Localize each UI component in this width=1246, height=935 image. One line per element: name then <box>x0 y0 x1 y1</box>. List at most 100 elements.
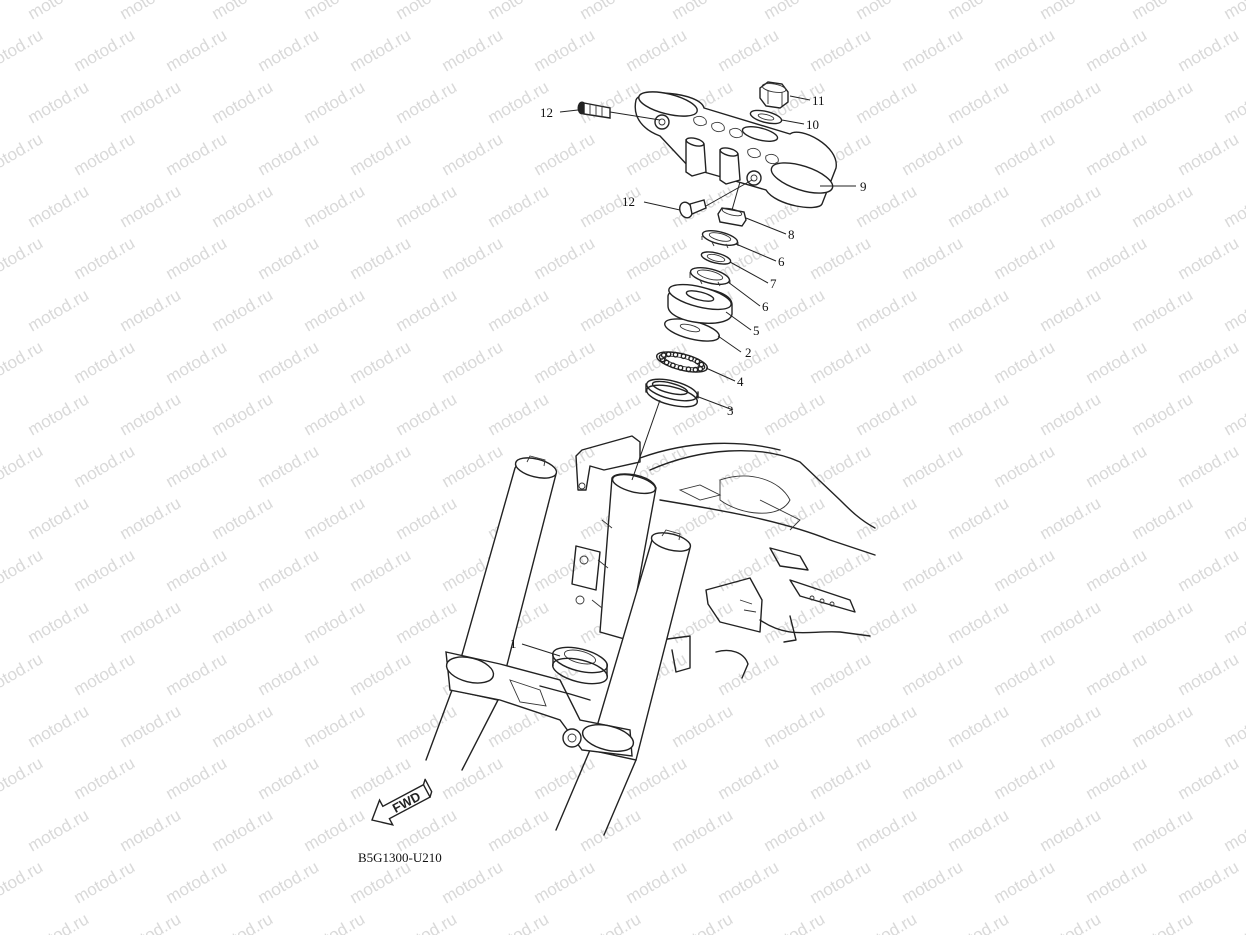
watermark-text: motod.ru <box>25 597 93 647</box>
callout-5: 5 <box>753 323 760 338</box>
watermark-text: motod.ru <box>439 441 507 491</box>
watermark-text: motod.ru <box>71 233 139 283</box>
watermark-text: motod.ru <box>899 857 967 907</box>
watermark-text: motod.ru <box>945 77 1013 127</box>
watermark-text: motod.ru <box>209 805 277 855</box>
watermark-text: motod.ru <box>163 441 231 491</box>
watermark-text: motod.ru <box>991 753 1059 803</box>
callout-labels: 1 2 3 4 5 6 6 7 8 9 10 11 12 12 <box>510 93 867 651</box>
watermark-text: motod.ru <box>531 857 599 907</box>
watermark-text: motod.ru <box>301 597 369 647</box>
watermark-text: motod.ru <box>485 181 553 231</box>
watermark-text: motod.ru <box>1221 77 1246 127</box>
watermark-text: motod.ru <box>25 493 93 543</box>
watermark-text: motod.ru <box>301 701 369 751</box>
fork-left <box>425 455 558 771</box>
callout-12-upper: 12 <box>540 105 553 120</box>
part-12-bolt-upper <box>577 101 611 119</box>
watermark-text: motod.ru <box>945 389 1013 439</box>
part-6-ring-nut-upper <box>701 230 739 249</box>
watermark-text: motod.ru <box>531 753 599 803</box>
callout-9: 9 <box>860 179 867 194</box>
watermark-text: motod.ru <box>209 909 277 935</box>
watermark-text: motod.ru <box>163 545 231 595</box>
part-9-upper-bracket <box>634 91 837 209</box>
watermark-text: motod.ru <box>853 493 921 543</box>
watermark-text: motod.ru <box>301 285 369 335</box>
watermark-text: motod.ru <box>71 337 139 387</box>
bearing-ball <box>680 353 687 360</box>
watermark-text: motod.ru <box>577 77 645 127</box>
watermark-text: motod.ru <box>991 441 1059 491</box>
watermark-text: motod.ru <box>807 233 875 283</box>
watermark-text: motod.ru <box>853 597 921 647</box>
watermark-text: motod.ru <box>991 857 1059 907</box>
watermark-text: motod.ru <box>853 701 921 751</box>
callout-2: 2 <box>745 345 752 360</box>
watermark-text: motod.ru <box>1129 597 1197 647</box>
watermark-text: motod.ru <box>209 597 277 647</box>
watermark-text: motod.ru <box>0 129 46 179</box>
watermark-text: motod.ru <box>163 25 231 75</box>
watermark-text: motod.ru <box>71 25 139 75</box>
watermark-text: motod.ru <box>807 441 875 491</box>
watermark-text: motod.ru <box>1083 649 1151 699</box>
watermark-text: motod.ru <box>163 233 231 283</box>
part-5-upper-race <box>667 283 733 324</box>
watermark-text: motod.ru <box>117 0 185 23</box>
watermark-text: motod.ru <box>25 701 93 751</box>
watermark-text: motod.ru <box>117 597 185 647</box>
watermark-text: motod.ru <box>0 857 46 907</box>
watermark-text: motod.ru <box>1129 285 1197 335</box>
watermark-text: motod.ru <box>163 649 231 699</box>
watermark-text: motod.ru <box>1221 0 1246 23</box>
watermark-text: motod.ru <box>807 25 875 75</box>
callout-8: 8 <box>788 227 795 242</box>
watermark-text: motod.ru <box>715 857 783 907</box>
watermark-text: motod.ru <box>1083 753 1151 803</box>
watermark-text: motod.ru <box>25 77 93 127</box>
watermark-text: motod.ru <box>301 0 369 23</box>
watermark-text: motod.ru <box>393 909 461 935</box>
watermark-text: motod.ru <box>899 233 967 283</box>
fork-right <box>555 529 692 836</box>
watermark-text: motod.ru <box>669 0 737 23</box>
callout-7: 7 <box>770 276 777 291</box>
watermark-text: motod.ru <box>1221 597 1246 647</box>
watermark-text: motod.ru <box>439 753 507 803</box>
watermark-text: motod.ru <box>715 25 783 75</box>
watermark-text: motod.ru <box>0 649 46 699</box>
watermark-text: motod.ru <box>991 129 1059 179</box>
watermark-text: motod.ru <box>1175 545 1243 595</box>
watermark-text: motod.ru <box>1083 441 1151 491</box>
watermark-text: motod.ru <box>71 649 139 699</box>
bearing-ball <box>663 359 670 366</box>
part-3-bearing-race <box>645 378 699 408</box>
watermark-text: motod.ru <box>1175 649 1243 699</box>
part-8-collar <box>717 207 747 227</box>
watermark-text: motod.ru <box>945 805 1013 855</box>
watermark-text: motod.ru <box>163 337 231 387</box>
watermark-text: motod.ru <box>255 233 323 283</box>
watermark-text: motod.ru <box>1175 337 1243 387</box>
watermark-text: motod.ru <box>991 649 1059 699</box>
watermark-text: motod.ru <box>945 909 1013 935</box>
watermark-text: motod.ru <box>1083 129 1151 179</box>
watermark-text: motod.ru <box>807 857 875 907</box>
bearing-ball <box>685 366 692 373</box>
watermark-text: motod.ru <box>1037 805 1105 855</box>
watermark-text: motod.ru <box>945 285 1013 335</box>
watermark-text: motod.ru <box>669 597 737 647</box>
watermark-text: motod.ru <box>715 441 783 491</box>
watermark-text: motod.ru <box>209 493 277 543</box>
watermark-text: motod.ru <box>439 129 507 179</box>
watermark-text: motod.ru <box>1037 0 1105 23</box>
watermark-text: motod.ru <box>0 441 46 491</box>
watermark-text: motod.ru <box>163 753 231 803</box>
watermark-text: motod.ru <box>393 805 461 855</box>
watermark-text: motod.ru <box>1037 77 1105 127</box>
watermark-text: motod.ru <box>255 337 323 387</box>
watermark-text: motod.ru <box>209 285 277 335</box>
